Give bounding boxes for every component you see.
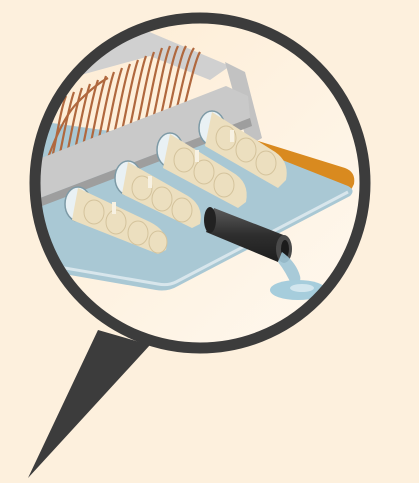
- callout-tail: [28, 330, 150, 478]
